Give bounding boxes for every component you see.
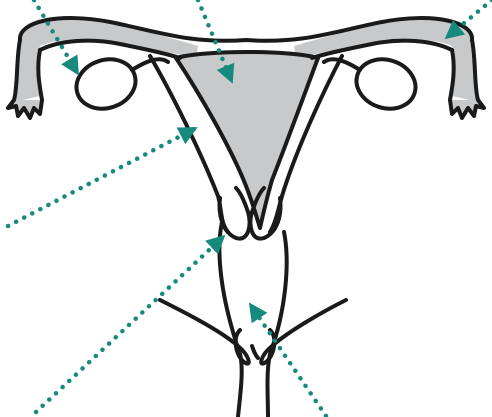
vagina-left-wall xyxy=(219,222,241,417)
left-ovary xyxy=(70,52,142,116)
right-ovary xyxy=(350,52,422,116)
vagina-right-wall xyxy=(268,232,287,417)
pointer-cervix xyxy=(36,236,224,412)
right-ovarian-ligament xyxy=(324,59,360,70)
uterine-cavity xyxy=(176,52,318,228)
right-fimbriae xyxy=(450,100,484,118)
labia-center xyxy=(252,346,258,358)
labia-right xyxy=(261,300,346,364)
cervix-left-lobe xyxy=(220,188,250,239)
right-tube-medial-edge xyxy=(450,50,454,100)
left-tube-medial-edge xyxy=(38,50,42,100)
left-fimbriae xyxy=(8,100,42,118)
pointer-uterine-wall xyxy=(8,128,196,226)
left-ovarian-ligament xyxy=(132,59,168,70)
labia-left xyxy=(160,300,249,364)
